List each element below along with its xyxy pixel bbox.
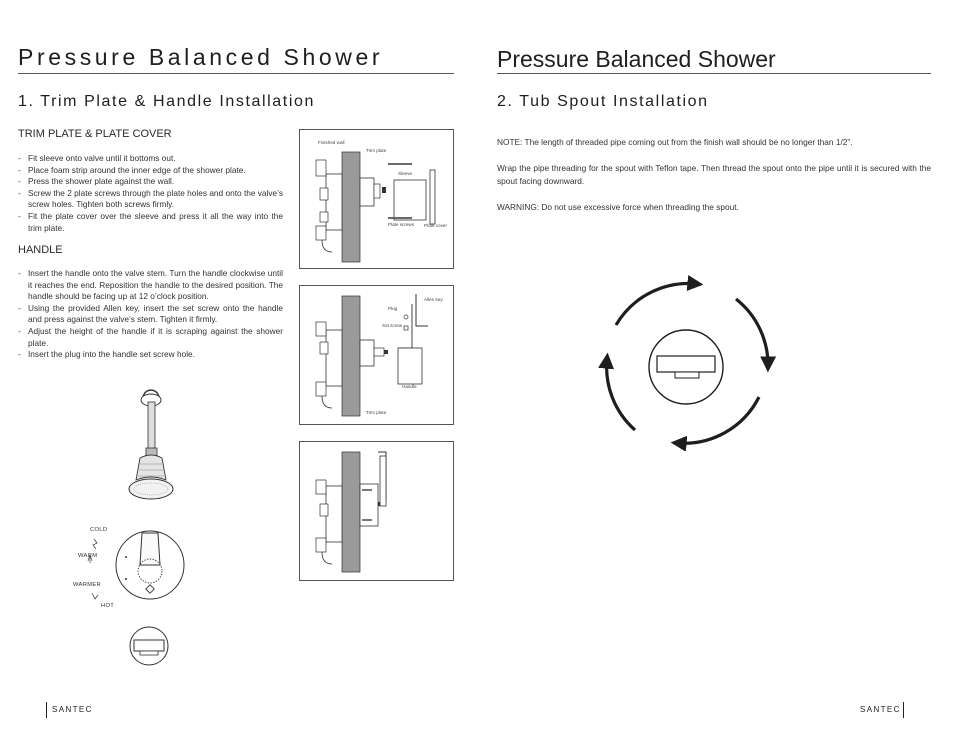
list-item: Insert the plug into the handle set scre…: [18, 349, 283, 361]
label-set-screw: Set screw: [382, 323, 403, 328]
assembled-diagram: [299, 441, 454, 581]
temp-label-warmer: WARMER: [73, 582, 101, 588]
rotation-arrow-right: [735, 297, 777, 373]
temp-label-warm: WARM: [78, 553, 98, 559]
trim-plate-diagram-drawing: [315, 151, 436, 263]
handle-diagram-drawing: [315, 294, 428, 417]
right-page-title: Pressure Balanced Shower: [497, 46, 776, 72]
handle-diagram: Allen key Plug Set screw Handle Trim pla…: [299, 285, 454, 425]
handle-heading: HANDLE: [18, 244, 63, 256]
label-plate-cover: Plate cover: [424, 223, 447, 228]
list-item: Fit sleeve onto valve until it bottoms o…: [18, 153, 283, 165]
temp-label-hot: HOT: [101, 603, 115, 609]
label-trim-plate-2: Trim plate: [366, 410, 387, 415]
list-item: Fit the plate cover over the sleeve and …: [18, 211, 283, 234]
trim-plate-steps: Fit sleeve onto valve until it bottoms o…: [18, 153, 283, 234]
rotation-arrow-left: [598, 352, 637, 432]
shower-head-illustration: [128, 389, 174, 500]
list-item: Press the shower plate against the wall.: [18, 176, 283, 188]
right-title-rule: [497, 73, 931, 74]
section-title-tub-spout: 2. Tub Spout Installation: [497, 93, 709, 110]
left-page-title: Pressure Balanced Shower: [18, 44, 384, 70]
assembled-diagram-drawing: [315, 451, 387, 573]
tub-spout-rotation-diagram: [598, 275, 777, 451]
temperature-handle-illustration: [115, 530, 185, 600]
section-title-trim-handle: 1. Trim Plate & Handle Installation: [18, 93, 316, 110]
trim-plate-diagram: Finished wall Trim plate Sleeve Plate sc…: [299, 129, 454, 269]
tub-spout-small-illustration: [129, 626, 169, 666]
left-footer-brand: SANTEC: [52, 705, 93, 714]
instructions-text: Wrap the pipe threading for the spout wi…: [497, 163, 931, 186]
left-title-rule: [18, 73, 454, 74]
list-item: Using the provided Allen key, insert the…: [18, 303, 283, 326]
note-text: NOTE: The length of threaded pipe coming…: [497, 137, 853, 147]
trim-plate-heading: TRIM PLATE & PLATE COVER: [18, 128, 172, 140]
label-handle: Handle: [402, 384, 417, 389]
label-sleeve: Sleeve: [398, 171, 413, 176]
label-trim-plate: Trim plate: [366, 148, 387, 153]
list-item: Place foam strip around the inner edge o…: [18, 165, 283, 177]
rotation-arrow-bottom: [670, 396, 761, 451]
label-plate-screws: Plate screws: [388, 222, 415, 227]
rotation-arrow-top: [614, 275, 704, 326]
list-item: Adjust the height of the handle if it is…: [18, 326, 283, 349]
right-footer-brand: SANTEC: [860, 705, 901, 714]
temp-label-cold: COLD: [90, 527, 108, 533]
label-finished-wall: Finished wall: [318, 140, 345, 145]
spout-body: [656, 355, 716, 373]
list-item: Screw the 2 plate screws through the pla…: [18, 188, 283, 211]
list-item: Insert the handle onto the valve stem. T…: [18, 268, 283, 303]
warning-text: WARNING: Do not use excessive force when…: [497, 202, 739, 212]
spout-outlet: [674, 371, 700, 379]
label-plug: Plug: [388, 306, 398, 311]
thermometer-icons: [87, 538, 99, 600]
label-allen-key: Allen key: [424, 297, 443, 302]
left-footer-bar: [46, 702, 47, 718]
right-footer-bar: [903, 702, 904, 718]
handle-steps: Insert the handle onto the valve stem. T…: [18, 268, 283, 361]
